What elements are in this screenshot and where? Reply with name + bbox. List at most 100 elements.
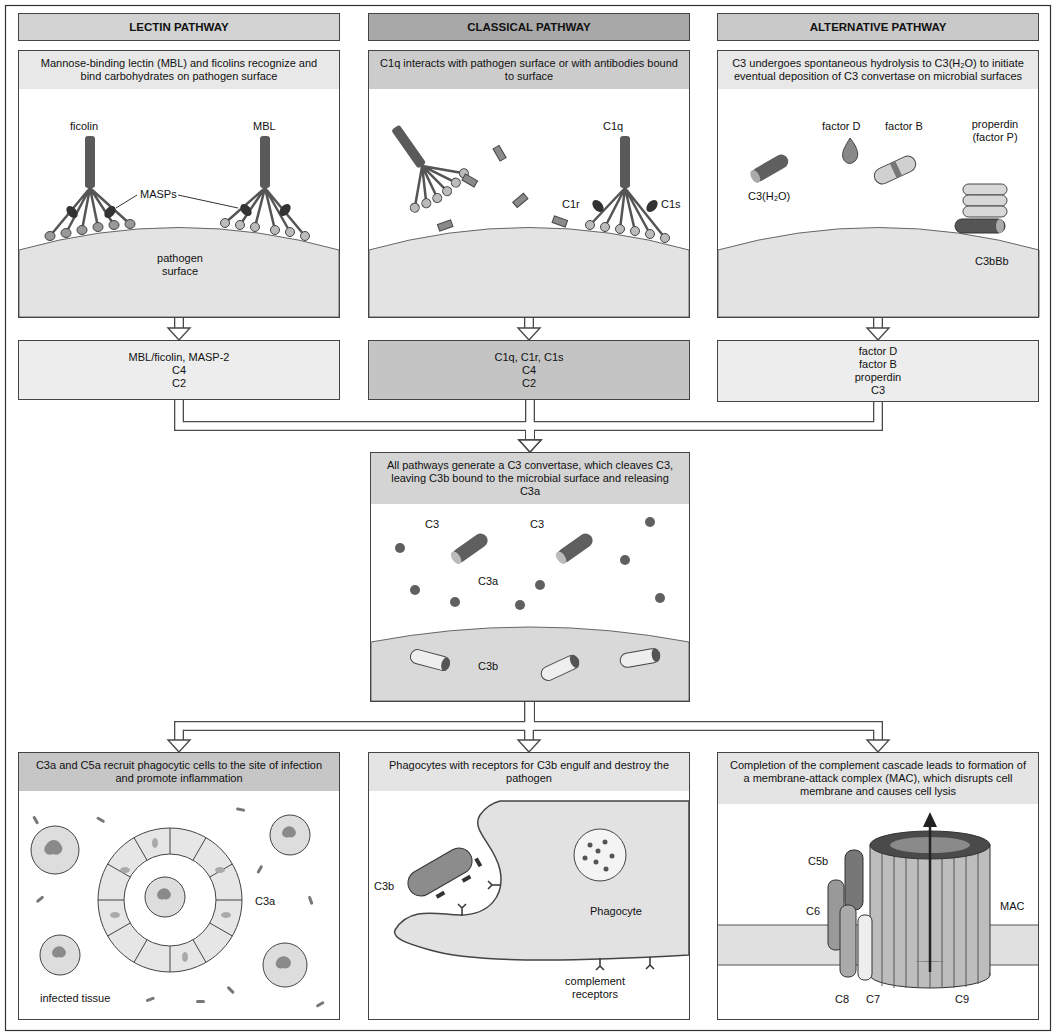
classical-illustration: [441, 185, 454, 198]
inflammation-illustration: [98, 828, 242, 972]
convertase-illustration: [554, 550, 569, 566]
lectin-illustration: [236, 221, 245, 230]
classical-illustration: [367, 108, 689, 317]
inflammation-illustration: [44, 840, 62, 855]
description-band: C1q interacts with pathogen surface or w…: [369, 51, 689, 89]
convertase-illustration: [450, 531, 491, 565]
part-label: factor B: [885, 120, 923, 133]
lectin-illustration: [225, 188, 305, 236]
block-arrow: [530, 702, 878, 741]
part-label: C6: [806, 905, 820, 918]
convertase-illustration: [409, 648, 451, 672]
classical-illustration: [369, 228, 689, 318]
arrow-head: [867, 740, 889, 752]
part-label: factor D: [822, 120, 861, 133]
description-text: C3 undergoes spontaneous hydrolysis to C…: [728, 57, 1028, 83]
inflammation-illustration: [276, 956, 291, 968]
classical-illustration: [391, 125, 426, 169]
part-label: C3a: [478, 575, 498, 588]
convertase-illustration: [410, 585, 420, 595]
classical-illustration: [552, 216, 568, 227]
component-box: MBL/ficolin, MASP-2C4C2: [18, 340, 340, 400]
convertase-illustration: [651, 648, 661, 663]
alternative-illustration: [963, 206, 1007, 217]
phagocytosis-illustration: [458, 881, 654, 970]
inflammation-illustration: [110, 838, 231, 962]
convertase-illustration: [645, 517, 655, 527]
convertase-illustration: [515, 600, 525, 610]
arrow-head: [867, 328, 889, 340]
phagocytosis-illustration: [395, 801, 689, 970]
lectin-illustration: [277, 202, 293, 219]
outcome-panel: Phagocytes with receptors for C3b engulf…: [368, 752, 690, 1020]
mac-illustration: [858, 915, 872, 980]
classical-illustration: [420, 197, 433, 210]
phagocytosis-illustration: [583, 856, 588, 861]
mac-illustration: [923, 812, 937, 827]
convertase-illustration: [409, 648, 451, 672]
phagocytosis-illustration: [395, 801, 689, 960]
part-label: properdin (factor P): [960, 118, 1030, 144]
phagocytosis-illustration: [462, 875, 472, 883]
classical-illustration: [513, 193, 528, 207]
description-text: All pathways generate a C3 convertase, w…: [381, 459, 679, 498]
arrow-head: [518, 740, 540, 752]
convertase-illustration: [449, 550, 464, 566]
description-band: All pathways generate a C3 convertase, w…: [371, 453, 689, 504]
convertase-illustration: [535, 580, 545, 590]
lectin-illustration: [93, 223, 103, 232]
inflammation-illustration: [215, 867, 225, 873]
phagocytosis-illustration: [610, 854, 615, 859]
component-name: C4: [27, 364, 331, 377]
block-arrow-fill: [530, 702, 878, 741]
part-label: C3b: [374, 880, 394, 893]
alternative-illustration: [718, 138, 1039, 317]
alternative-illustration: [872, 153, 919, 186]
pathway-header: ALTERNATIVE PATHWAY: [717, 13, 1039, 41]
lectin-illustration: [286, 228, 295, 237]
part-label: C1q: [603, 120, 623, 133]
convertase-illustration: [554, 531, 596, 566]
part-label: pathogen surface: [150, 252, 210, 278]
lectin-illustration: [301, 232, 310, 241]
lectin-illustration: [85, 136, 95, 188]
lectin-illustration: [271, 226, 280, 235]
inflammation-illustration: [31, 826, 79, 874]
inflammation-illustration: [96, 816, 105, 823]
inflammation-illustration: [31, 815, 310, 987]
outer-frame: [6, 6, 1051, 1031]
inflammation-illustration: [152, 838, 158, 848]
description-band: Mannose-binding lectin (MBL) and ficolin…: [19, 51, 339, 89]
inflammation-illustration: [282, 826, 296, 837]
outcome-panel: C3a and C5a recruit phagocytic cells to …: [18, 752, 340, 1020]
pathway-header: LECTIN PATHWAY: [18, 13, 340, 41]
mac-illustration: [929, 826, 932, 972]
classical-illustration: [398, 149, 467, 212]
classical-illustration: [437, 220, 453, 231]
arrow-head: [519, 440, 541, 452]
convertase-illustration: [539, 653, 581, 683]
part-label: MBL: [253, 120, 276, 133]
classical-illustration: [646, 230, 655, 239]
convertase-illustration: [440, 656, 451, 672]
part-label: ficolin: [70, 120, 98, 133]
inflammation-illustration: [308, 896, 314, 905]
phagocytosis-illustration: [436, 891, 446, 899]
classical-illustration: [493, 145, 506, 161]
lectin-illustration: [251, 223, 260, 232]
alternative-illustration: [996, 219, 1004, 233]
component-name: factor B: [726, 358, 1030, 371]
component-name: C2: [377, 377, 681, 390]
part-label: C3b: [478, 660, 498, 673]
lectin-illustration: [50, 188, 130, 236]
convertase-illustration: [555, 531, 596, 565]
convertase-illustration: [655, 593, 665, 603]
classical-illustration: [586, 221, 670, 243]
pathway-panel: C1q interacts with pathogen surface or w…: [368, 50, 690, 318]
component-box: C1q, C1r, C1sC4C2: [368, 340, 690, 400]
phagocytosis-illustration: [594, 860, 599, 865]
part-label: MASPs: [140, 188, 177, 201]
